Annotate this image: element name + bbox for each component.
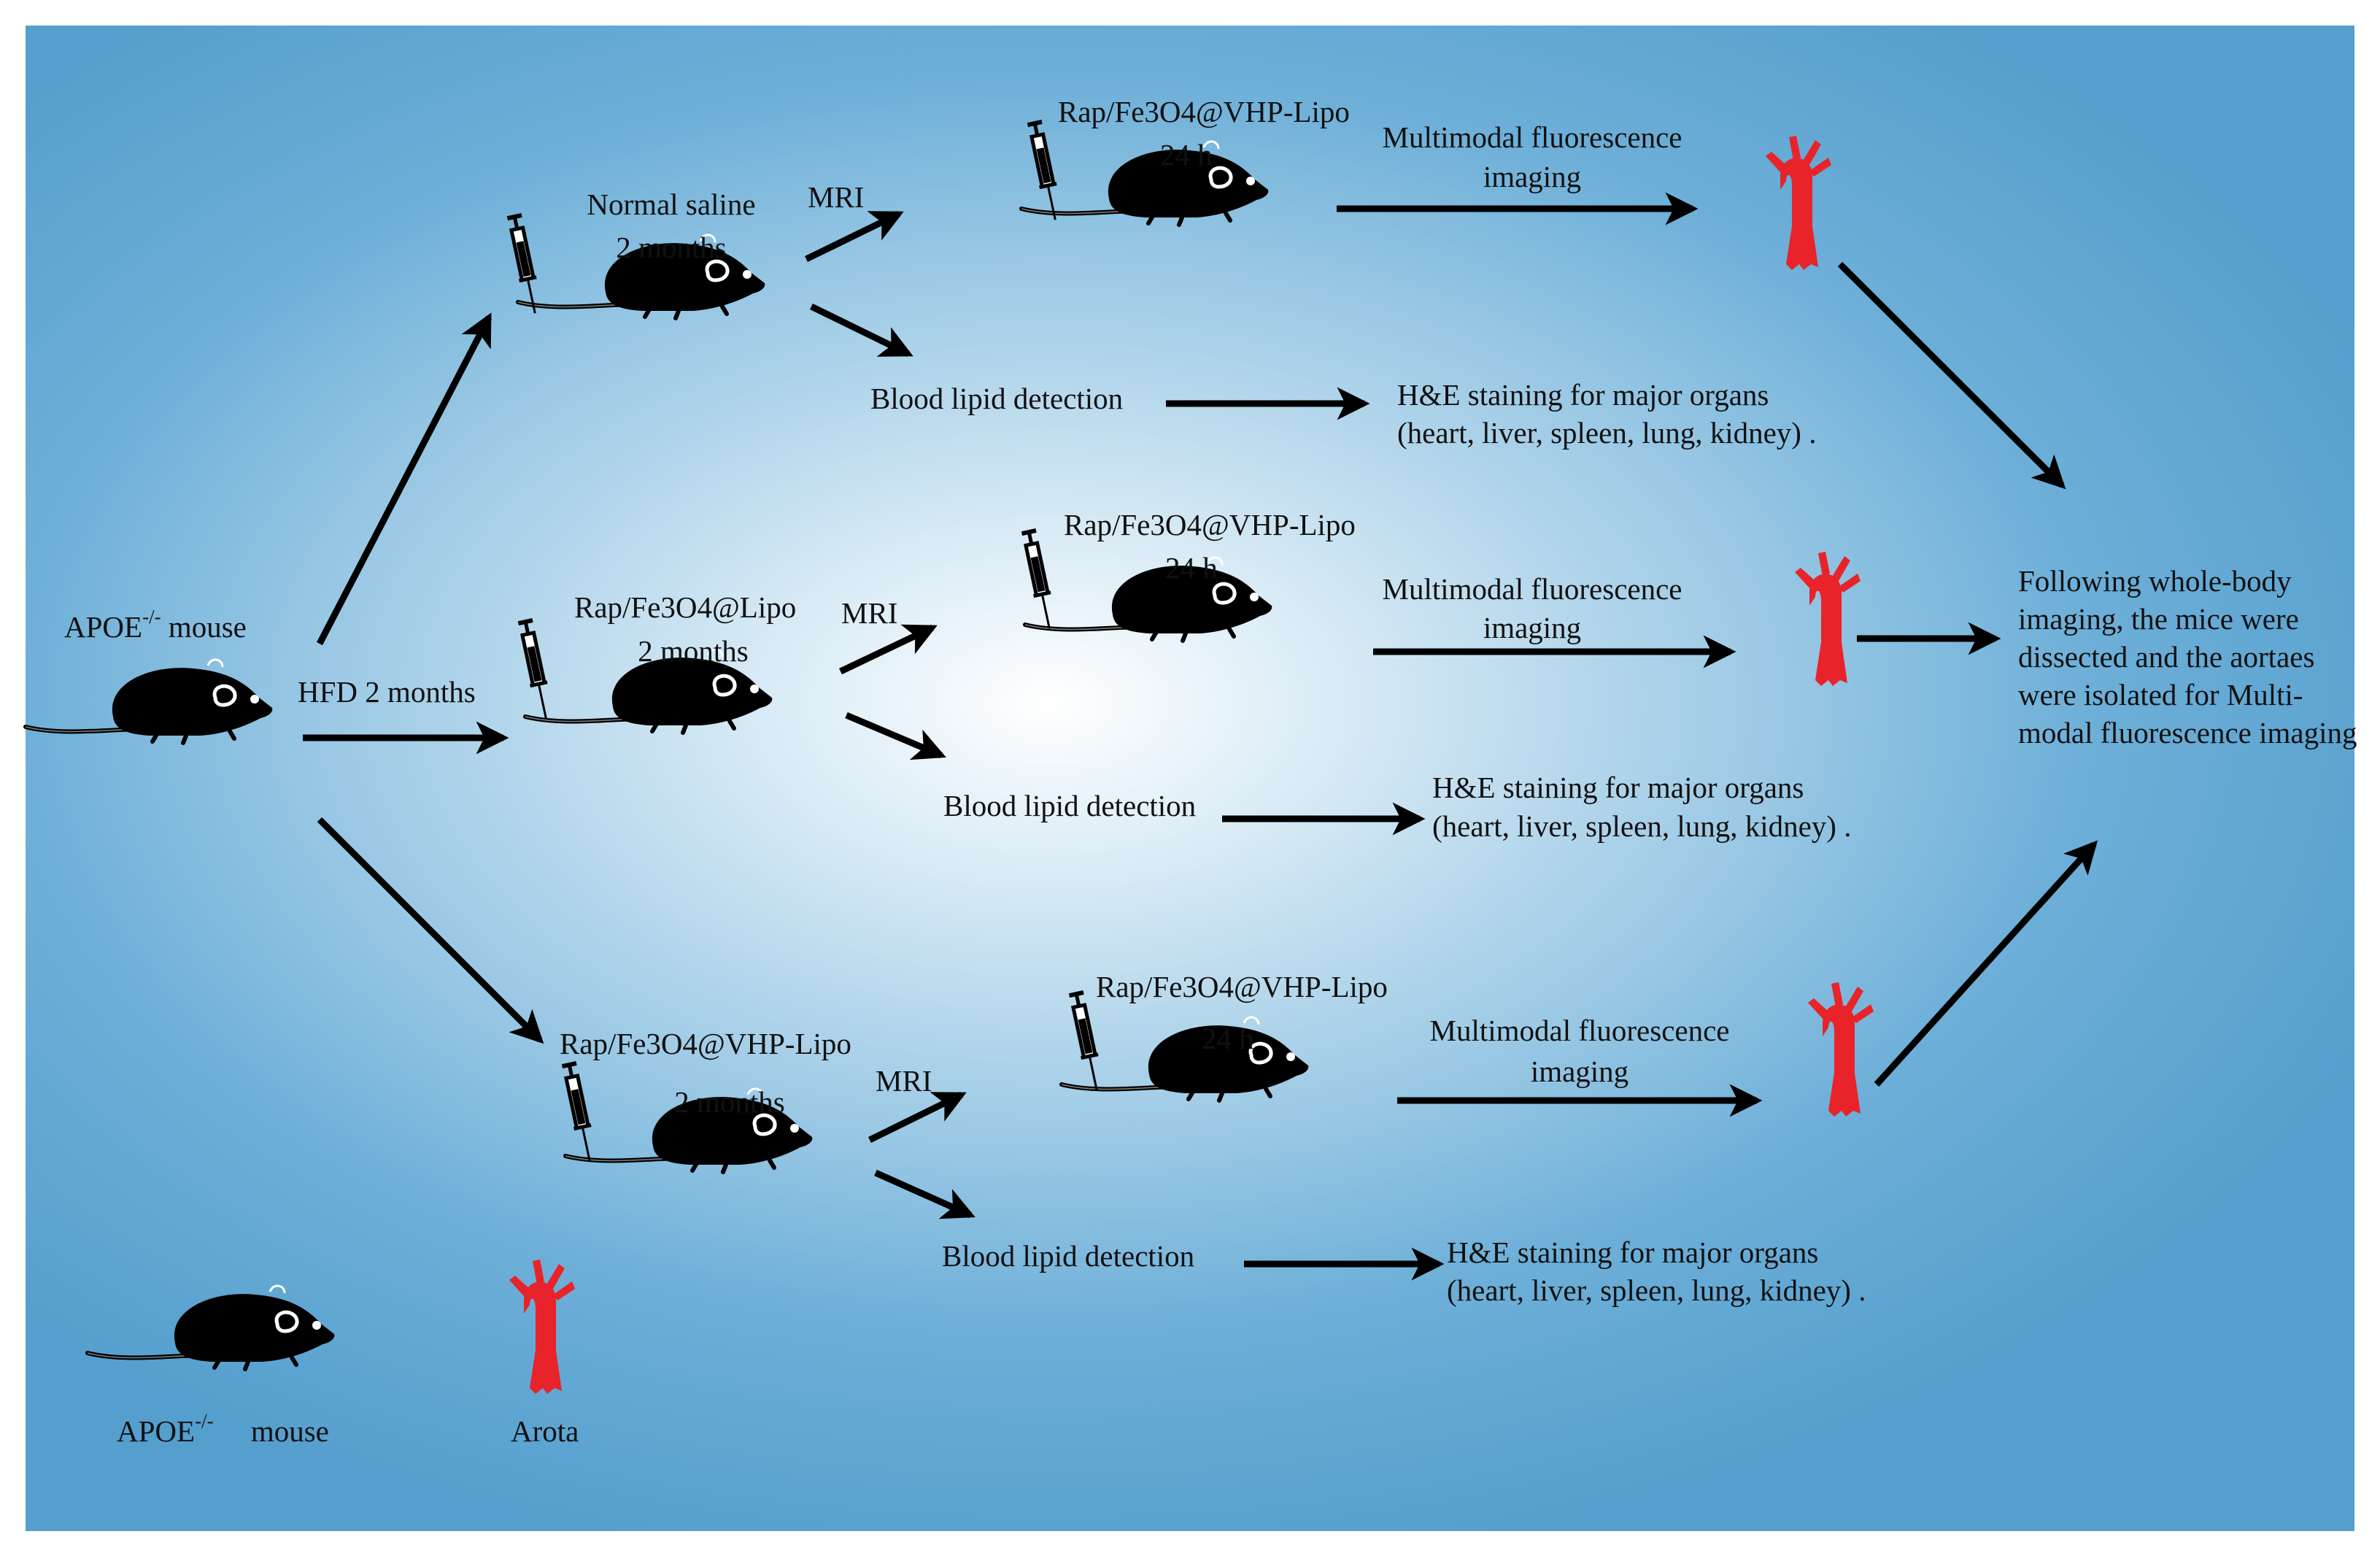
arrow-blood-1 (810, 303, 913, 358)
group2-injection: Rap/Fe3O4@VHP-Lipo (1064, 508, 1356, 541)
group2-he-line2: (heart, liver, spleen, lung, kidney) . (1432, 809, 1852, 843)
mouse-icon (1021, 142, 1268, 225)
legend-mouse-label: APOE-/- mouse (117, 1410, 329, 1448)
group1-duration: 2 months (616, 231, 727, 264)
group2-duration: 2 months (638, 634, 749, 668)
group2-imaging-line2: imaging (1483, 611, 1582, 644)
arrow-mri-3 (868, 1091, 967, 1144)
aorta-icon (1766, 136, 1831, 270)
group3-he-line2: (heart, liver, spleen, lung, kidney) . (1447, 1273, 1866, 1307)
syringe-icon (517, 620, 555, 720)
group3-imaging-line2: imaging (1530, 1055, 1629, 1088)
group3-blood-label: Blood lipid detection (942, 1239, 1195, 1273)
conclusion-text: Following whole-body imaging, the mice w… (2018, 564, 2357, 749)
legend-aorta-label: Arota (511, 1414, 579, 1448)
arrow-to-saline (317, 312, 492, 646)
syringe-icon (506, 215, 544, 315)
group3-duration: 2 months (674, 1085, 785, 1119)
group3-injection: Rap/Fe3O4@VHP-Lipo (1096, 970, 1388, 1003)
syringe-icon (1027, 122, 1065, 222)
group1-imaging-line1: Multimodal fluorescence (1382, 120, 1682, 154)
group2-imaging-line1: Multimodal fluorescence (1382, 572, 1682, 606)
group1-blood-label: Blood lipid detection (870, 382, 1124, 415)
arrow-to-conclusion-1 (1837, 261, 2066, 490)
group3-injection-time: 24 h (1202, 1022, 1254, 1055)
syringe-icon (561, 1063, 599, 1163)
group1-imaging-line2: imaging (1483, 160, 1582, 193)
group2-injection-time: 24 h (1165, 551, 1218, 585)
arrow-mri-2 (839, 624, 938, 675)
group3-he-line1: H&E staining for major organs (1447, 1236, 1819, 1269)
arrow-blood-2 (845, 712, 946, 760)
group1-injection: Rap/Fe3O4@VHP-Lipo (1058, 95, 1350, 128)
mouse-icon (88, 1286, 334, 1369)
mouse-icon (1062, 1017, 1308, 1101)
arrow-to-conclusion-3 (1874, 840, 2098, 1087)
group2-mri-label: MRI (841, 596, 898, 630)
group2-blood-label: Blood lipid detection (943, 789, 1197, 822)
aorta-icon (1808, 982, 1874, 1117)
group2-he-line1: H&E staining for major organs (1432, 771, 1804, 804)
diagram-background (26, 26, 2354, 1531)
arrow-mri-1 (805, 210, 904, 263)
group1-he-line1: H&E staining for major organs (1397, 378, 1769, 412)
group1-injection-time: 24 h (1160, 138, 1213, 171)
group3-mri-label: MRI (876, 1064, 932, 1098)
hfd-label: HFD 2 months (298, 675, 476, 709)
group3-treatment: Rap/Fe3O4@VHP-Lipo (560, 1027, 851, 1060)
mouse-icon (26, 660, 272, 743)
group1-treatment: Normal saline (587, 188, 756, 221)
group1-mri-label: MRI (808, 180, 865, 214)
mouse-icon (1025, 558, 1272, 641)
aorta-icon (1795, 552, 1861, 686)
syringe-icon (1021, 531, 1059, 631)
group3-imaging-line1: Multimodal fluorescence (1429, 1014, 1730, 1047)
group2-treatment: Rap/Fe3O4@Lipo (574, 590, 797, 624)
arrow-blood-3 (874, 1169, 975, 1219)
start-mouse-label: APOE-/- mouse (64, 606, 247, 644)
syringe-icon (1068, 993, 1106, 1092)
group1-he-line2: (heart, liver, spleen, lung, kidney) . (1397, 416, 1817, 450)
arrow-to-vhp (317, 817, 544, 1044)
aorta-icon (509, 1260, 575, 1394)
